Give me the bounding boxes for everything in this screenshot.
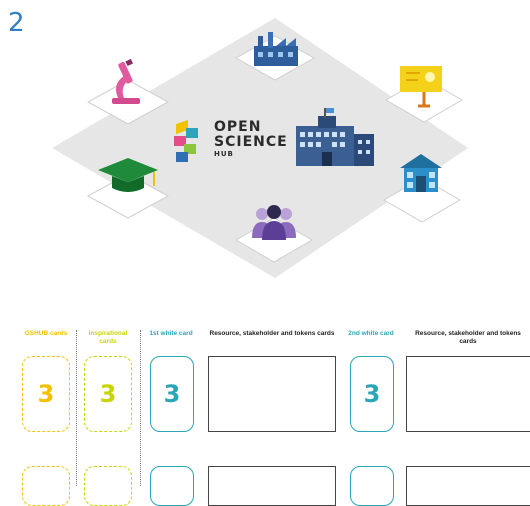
header-second-white-card: 2nd white card (348, 330, 394, 337)
resource-card-slot-2[interactable] (406, 466, 530, 506)
column-divider (76, 330, 77, 486)
header-resource-cards-1: Resource, stakeholder and tokens cards (209, 330, 335, 337)
inspirational-card-slot[interactable]: 3 (84, 356, 132, 432)
tile-microscope (86, 58, 170, 125)
people-group-icon (252, 205, 296, 240)
tile-factory (234, 32, 316, 81)
header-inspirational-cards: Inspirational cards (88, 330, 128, 346)
header-first-white-card: 1st white card (149, 330, 193, 337)
oshub-logo-icon (174, 119, 198, 162)
hub-title: OPEN SCIENCE HUB (214, 120, 288, 159)
game-board (52, 18, 468, 278)
resource-card-slot-1[interactable] (208, 356, 336, 432)
microscope-icon (112, 58, 140, 104)
factory-icon (254, 32, 298, 66)
oshub-card-slot[interactable] (22, 466, 70, 506)
tile-lightbulb (385, 66, 463, 123)
second-white-card-slot[interactable] (350, 466, 394, 506)
column-divider (140, 330, 141, 486)
lightbulb-board-icon (400, 66, 442, 108)
school-building-icon (400, 154, 442, 192)
inspirational-card-slot[interactable] (84, 466, 132, 506)
oshub-card-slot[interactable]: 3 (22, 356, 70, 432)
hub-title-line1: OPEN (214, 119, 262, 135)
tile-school (383, 154, 461, 223)
hub-title-line3: HUB (214, 150, 234, 159)
tile-people (235, 205, 313, 263)
second-white-card-slot[interactable]: 3 (350, 356, 394, 432)
step-number: 2 (8, 8, 25, 38)
resource-card-slot-1[interactable] (208, 466, 336, 506)
university-building-icon (296, 108, 374, 166)
tile-graduation (86, 158, 170, 219)
resource-card-slot-2[interactable] (406, 356, 530, 432)
header-oshub-cards: OSHUB cards (24, 330, 68, 337)
graduation-cap-icon (98, 158, 158, 192)
hub-title-line2: SCIENCE (214, 133, 288, 150)
first-white-card-slot[interactable]: 3 (150, 356, 194, 432)
board-diamond (52, 18, 468, 278)
first-white-card-slot[interactable] (150, 466, 194, 506)
header-resource-cards-2: Resource, stakeholder and tokens cards (415, 330, 521, 346)
